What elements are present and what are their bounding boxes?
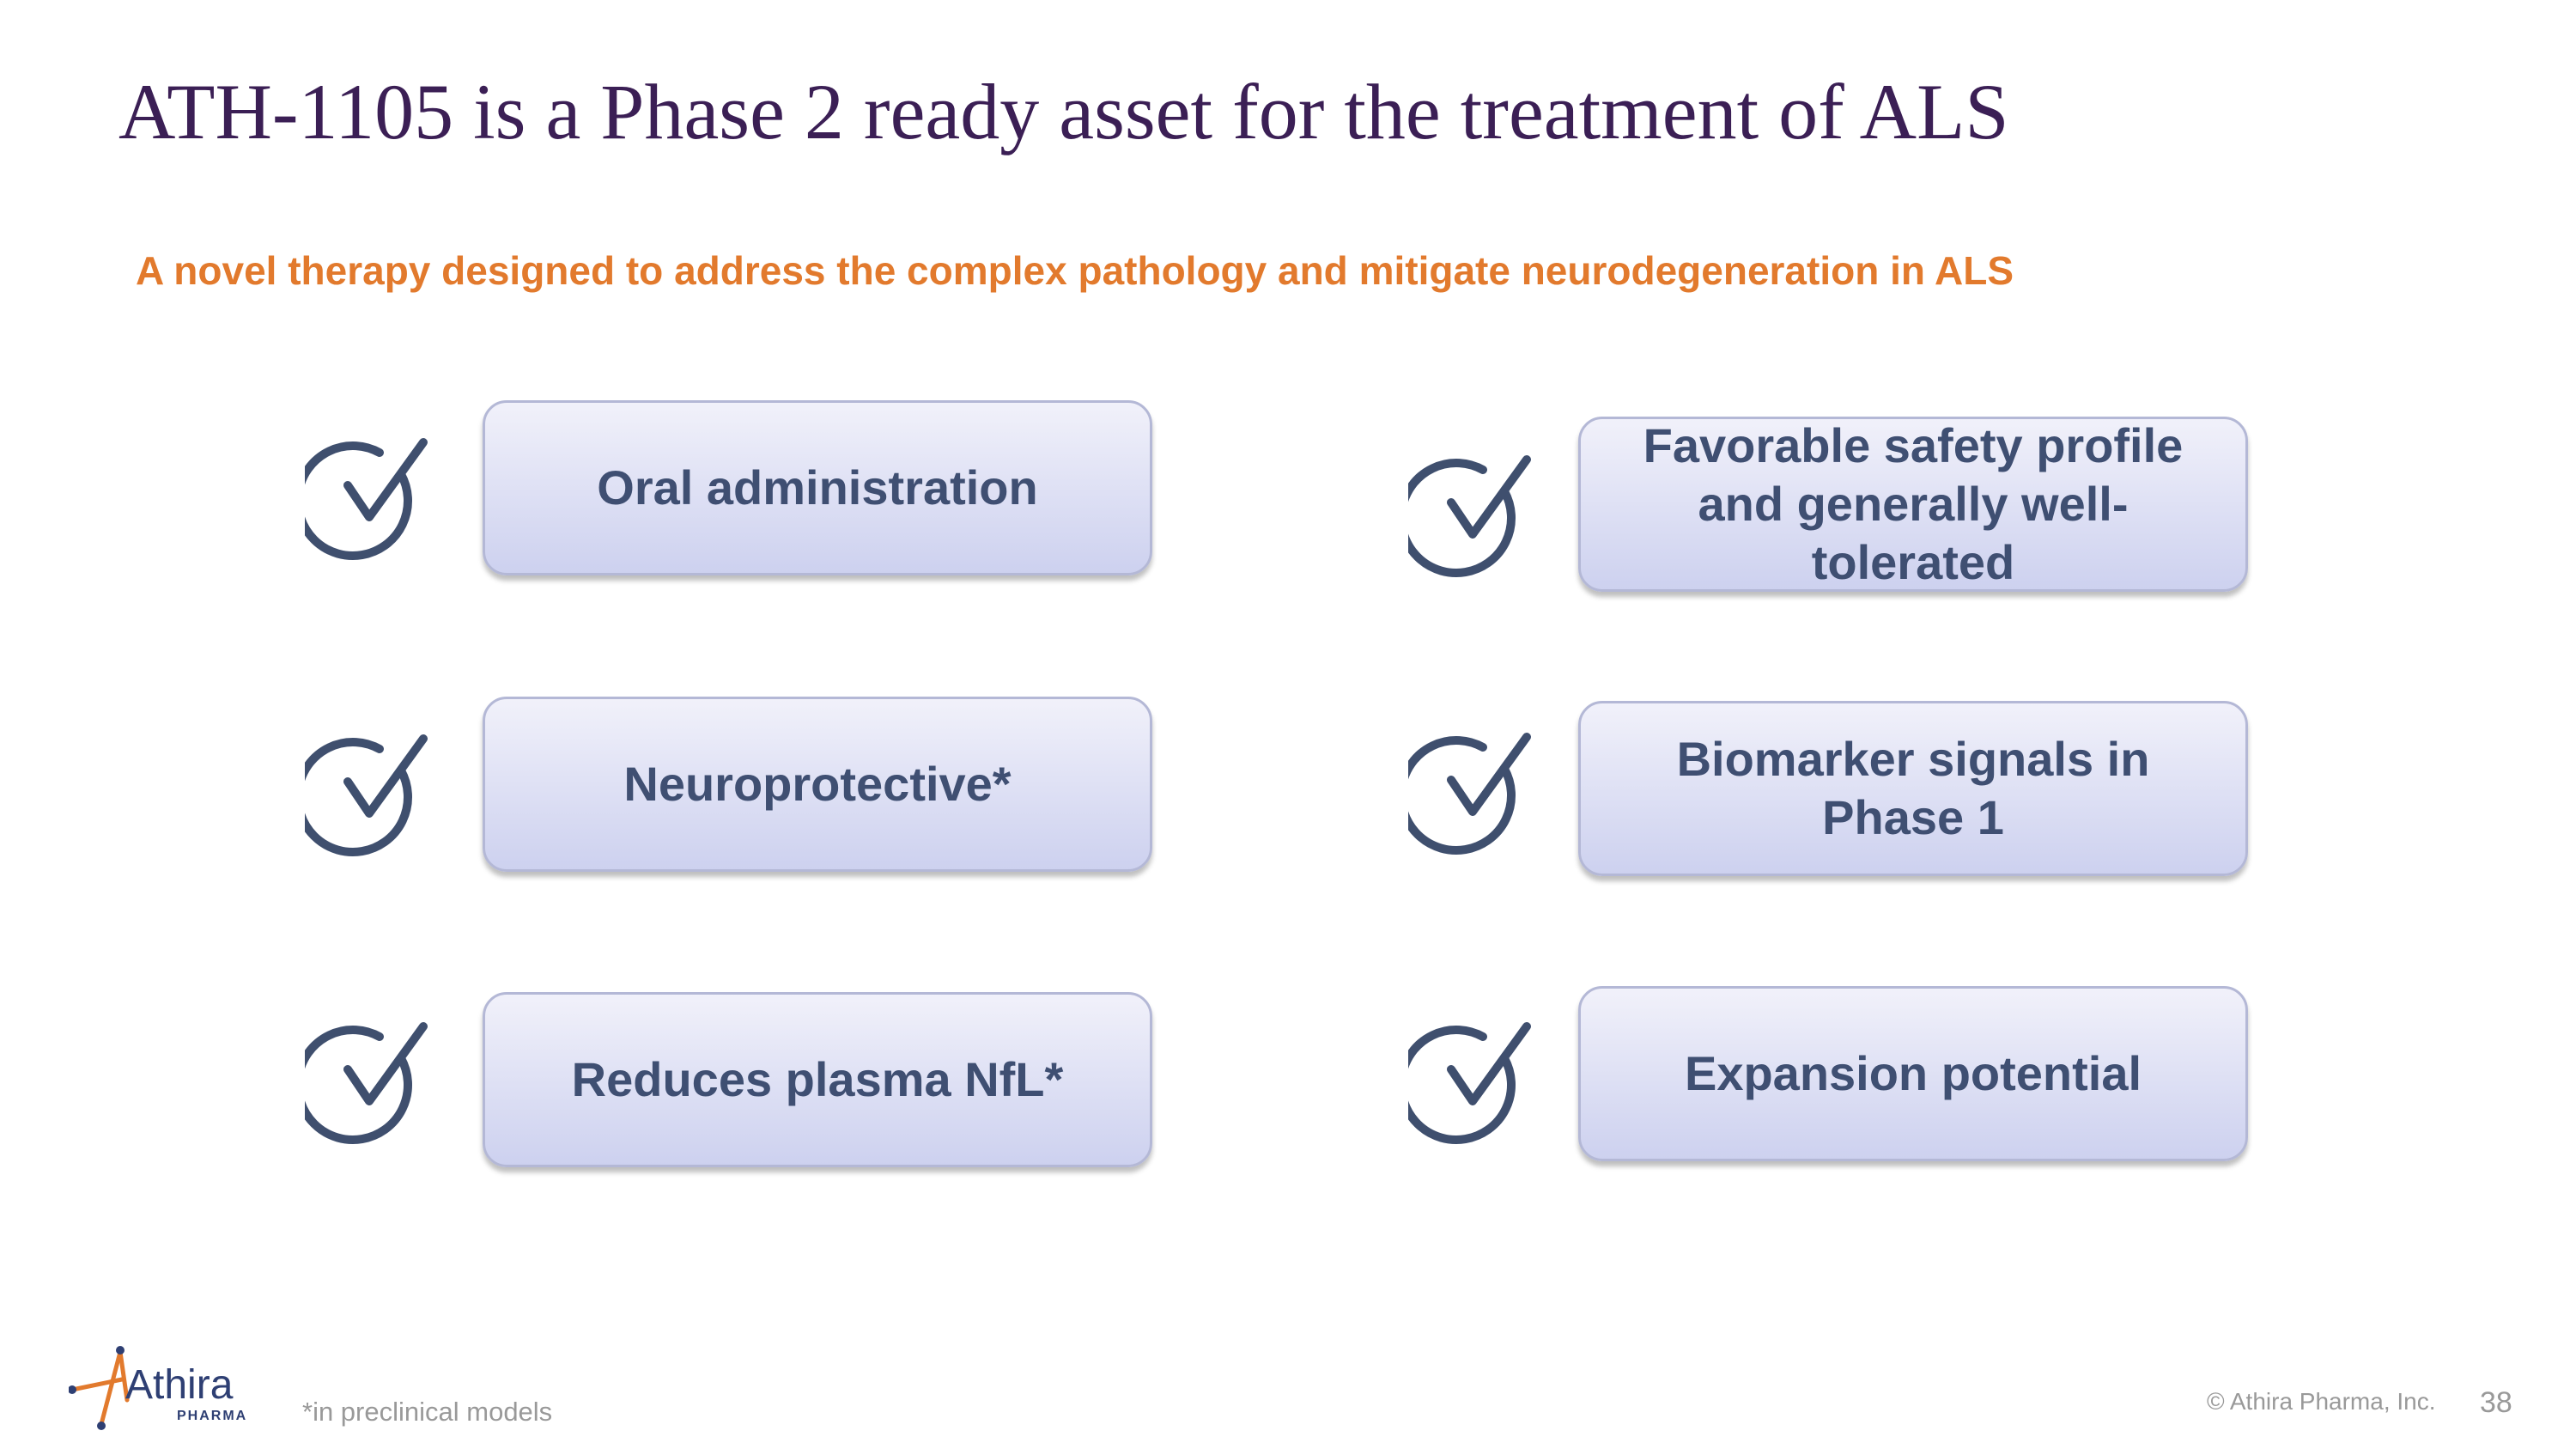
item-label: Expansion potential: [1684, 1046, 2142, 1100]
copyright: © Athira Pharma, Inc.: [2207, 1388, 2436, 1415]
slide-subtitle: A novel therapy designed to address the …: [136, 248, 2014, 293]
item-box: Neuroprotective*: [483, 697, 1152, 872]
athira-logo: Athira PHARMA: [69, 1340, 266, 1434]
item-box: Expansion potential: [1578, 986, 2248, 1161]
slide-title: ATH-1105 is a Phase 2 ready asset for th…: [118, 68, 2009, 155]
item-box: Favorable safety profile and generally w…: [1578, 417, 2248, 592]
item-label: Favorable safety profile and generally w…: [1643, 418, 2184, 589]
logo-subtext: PHARMA: [177, 1409, 247, 1423]
check-circle-icon: [305, 1018, 434, 1147]
item-label: Biomarker signals in Phase 1: [1676, 732, 2150, 844]
footnote: *in preclinical models: [302, 1397, 553, 1427]
logo-wordmark: Athira: [125, 1362, 234, 1408]
item-box: Oral administration: [483, 400, 1152, 575]
page-number: 38: [2480, 1386, 2512, 1419]
check-circle-icon: [1408, 451, 1537, 580]
check-circle-icon: [305, 434, 434, 563]
item-box: Reduces plasma NfL*: [483, 992, 1152, 1167]
item-box: Biomarker signals in Phase 1: [1578, 701, 2248, 876]
item-label: Oral administration: [597, 460, 1038, 514]
check-circle-icon: [305, 730, 434, 859]
check-circle-icon: [1408, 1018, 1537, 1147]
item-label: Neuroprotective*: [623, 757, 1012, 811]
check-circle-icon: [1408, 728, 1537, 857]
item-label: Reduces plasma NfL*: [571, 1052, 1064, 1106]
